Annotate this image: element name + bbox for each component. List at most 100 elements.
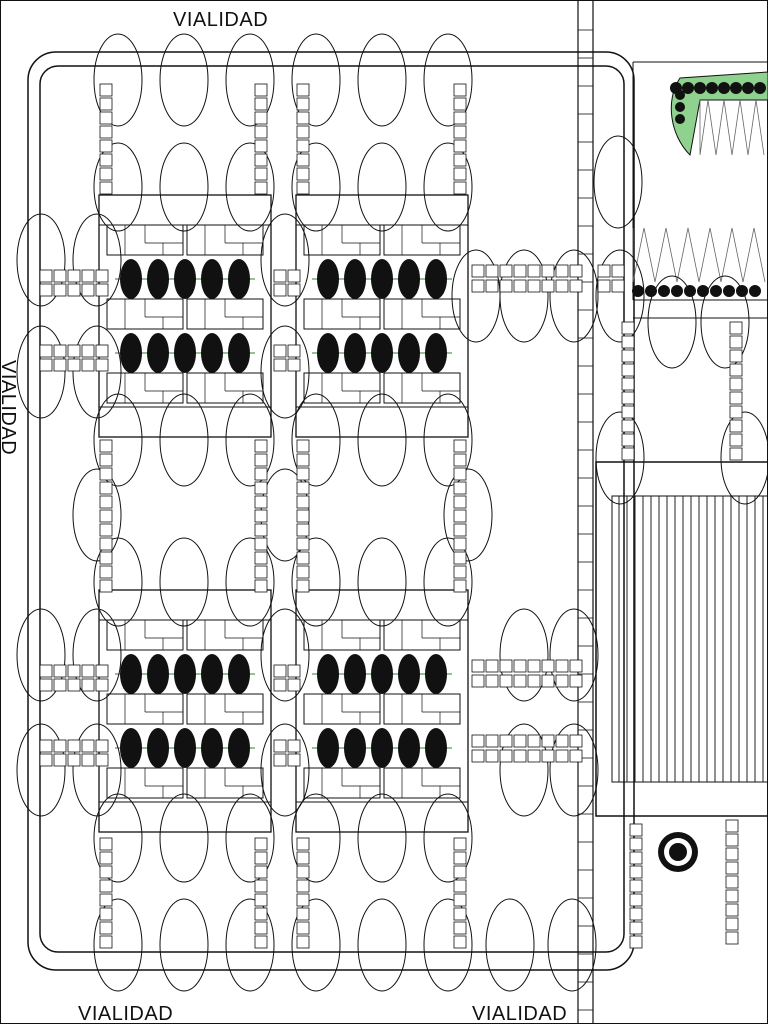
paver-tile-icon [729, 377, 743, 391]
tree-canopy-icon [425, 259, 447, 299]
tree-crown-circle [423, 142, 473, 232]
tree-canopy-icon [398, 654, 420, 694]
tree-canopy-icon [425, 333, 447, 373]
paver-tile-icon [541, 279, 555, 293]
paver-tile-icon [95, 753, 109, 767]
paver-tile-icon [629, 879, 643, 893]
housing-unit [186, 693, 264, 725]
paver-tile-icon [296, 879, 310, 893]
paver-tile-icon [729, 405, 743, 419]
paver-tile-icon [99, 893, 113, 907]
paver-tile-icon [254, 893, 268, 907]
tree-crown-circle [291, 898, 341, 992]
paver-tile-icon [273, 753, 287, 767]
paver-tile-icon [527, 279, 541, 293]
paver-tile-icon [296, 125, 310, 139]
paver-tile-icon [296, 439, 310, 453]
paver-tile-icon [99, 907, 113, 921]
paver-tile-icon [67, 664, 81, 678]
paver-tile-icon [555, 749, 569, 763]
paver-tile-icon [296, 453, 310, 467]
tree-crown-circle [499, 608, 549, 702]
paver-tile-icon [99, 125, 113, 139]
paver-tile-icon [471, 734, 485, 748]
paver-tile-icon [296, 865, 310, 879]
paver-tile-icon [621, 447, 635, 461]
paver-tile-icon [273, 678, 287, 692]
hedge-shrub-icon [718, 82, 730, 94]
paver-tile-icon [254, 83, 268, 97]
tree-crown-circle [549, 249, 599, 343]
tree-crown-circle [72, 608, 122, 702]
tree-canopy-icon [371, 259, 393, 299]
tree-crown-circle [291, 142, 341, 232]
tree-crown-circle [225, 33, 275, 127]
tree-crown-circle [159, 898, 209, 992]
paver-tile-icon [81, 344, 95, 358]
paver-tile-icon [99, 83, 113, 97]
tree-canopy-icon [228, 654, 250, 694]
paver-tile-icon [99, 97, 113, 111]
paver-tile-icon [99, 439, 113, 453]
paver-tile-icon [541, 749, 555, 763]
paver-tile-icon [254, 467, 268, 481]
tree-canopy-icon [398, 259, 420, 299]
paver-tile-icon [453, 495, 467, 509]
tree-canopy-icon [228, 333, 250, 373]
tree-canopy-icon [371, 333, 393, 373]
tree-canopy-icon [317, 654, 339, 694]
paver-tile-icon [39, 283, 53, 297]
housing-unit [186, 767, 264, 799]
paver-tile-icon [725, 931, 739, 945]
paver-tile-icon [499, 734, 513, 748]
tree-canopy-icon [201, 333, 223, 373]
paver-tile-icon [453, 893, 467, 907]
paver-tile-icon [629, 837, 643, 851]
paver-tile-icon [471, 264, 485, 278]
paver-tile-icon [725, 833, 739, 847]
tree-crown-circle [499, 723, 549, 817]
paver-tile-icon [621, 335, 635, 349]
tree-crown-circle [72, 325, 122, 419]
paver-tile-icon [527, 734, 541, 748]
tree-canopy-icon [174, 333, 196, 373]
paver-tile-icon [99, 523, 113, 537]
tree-canopy-icon [201, 654, 223, 694]
paver-tile-icon [296, 97, 310, 111]
paver-tile-icon [254, 495, 268, 509]
paver-tile-icon [254, 181, 268, 195]
paver-tile-icon [67, 269, 81, 283]
paver-tile-icon [99, 537, 113, 551]
paver-tile-icon [621, 405, 635, 419]
paver-tile-icon [621, 349, 635, 363]
housing-unit [383, 372, 461, 404]
tree-canopy-icon [371, 654, 393, 694]
paver-tile-icon [629, 851, 643, 865]
paver-tile-icon [485, 264, 499, 278]
tree-canopy-icon [147, 259, 169, 299]
hedge-shrub-icon [694, 82, 706, 94]
tree-crown-circle [357, 142, 407, 232]
paver-tile-icon [53, 678, 67, 692]
tree-crown-circle [499, 249, 549, 343]
paver-tile-icon [99, 935, 113, 949]
hedge-shrub-icon [658, 285, 670, 297]
vertical-road [577, 0, 594, 1024]
paver-tile-icon [99, 467, 113, 481]
paver-tile-icon [453, 97, 467, 111]
paver-tile-icon [569, 674, 583, 688]
paver-tile-icon [569, 749, 583, 763]
tree-crown-circle [159, 33, 209, 127]
paver-tile-icon [453, 439, 467, 453]
tree-crown-circle [93, 33, 143, 127]
paver-tile-icon [453, 537, 467, 551]
paver-tile-icon [569, 734, 583, 748]
paver-tile-icon [471, 279, 485, 293]
housing-unit [303, 298, 381, 330]
paver-tile-icon [453, 139, 467, 153]
tree-canopy-icon [120, 333, 142, 373]
tree-crown-circle [225, 898, 275, 992]
paver-tile-icon [287, 753, 301, 767]
paver-tile-icon [254, 921, 268, 935]
